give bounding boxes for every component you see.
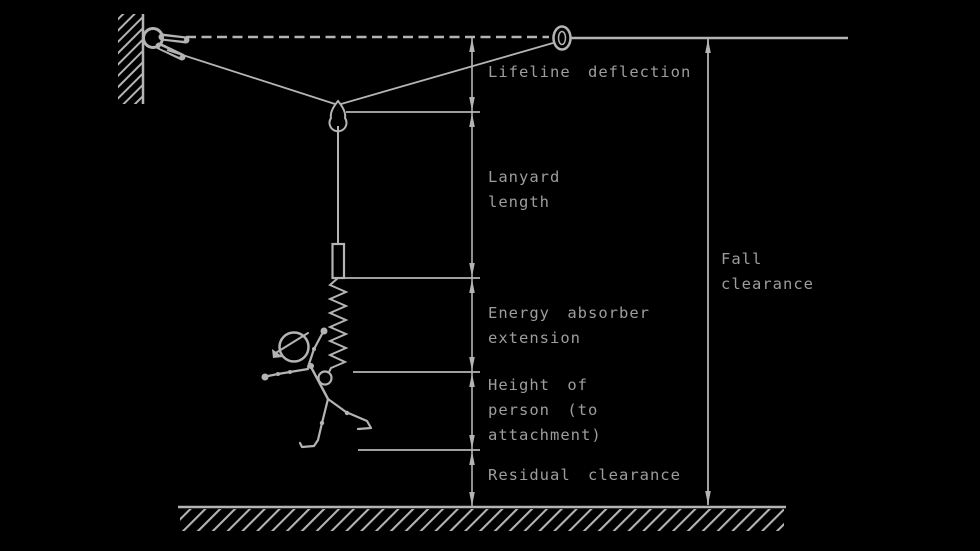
person-extended-arm xyxy=(266,367,310,378)
energy-absorber-pack xyxy=(331,242,346,280)
person-raised-hand xyxy=(320,327,328,335)
height-of-person-label: Height of person (to attachment) xyxy=(488,376,602,444)
arrow-down-icon xyxy=(469,97,475,111)
person-left-knee-dot xyxy=(319,420,325,426)
energy-absorber-zigzag xyxy=(327,277,349,373)
person-elbow-dot xyxy=(312,347,316,351)
fall-clearance-label: Fall clearance xyxy=(721,250,814,293)
dorsal-attachment-ring xyxy=(317,370,333,386)
ground xyxy=(178,505,786,531)
person-cap-visor xyxy=(272,349,283,358)
person-arm-joint-dot xyxy=(288,370,292,374)
anchor-ring-icon xyxy=(552,25,572,51)
arrow-up-icon xyxy=(469,38,475,52)
person-right-leg xyxy=(326,397,373,431)
arrow-up-icon xyxy=(705,39,711,53)
lifeline-deflection-label: Lifeline deflection xyxy=(488,63,692,81)
dimension-chain xyxy=(345,38,480,506)
arrow-up-icon xyxy=(469,113,475,127)
person-left-leg xyxy=(298,397,330,449)
horizontal-lifeline xyxy=(186,25,848,51)
person-face-slash xyxy=(273,332,309,355)
arrow-down-icon xyxy=(469,492,475,506)
energy-absorber-extension-label: Energy absorber extension xyxy=(488,304,650,347)
arrow-down-icon xyxy=(469,435,475,449)
arrow-down-icon xyxy=(469,357,475,371)
arrow-down-icon xyxy=(705,491,711,505)
deflected-lifeline xyxy=(166,42,554,133)
person-head xyxy=(278,331,310,363)
fall-clearance-dimension xyxy=(705,39,711,505)
arrow-up-icon xyxy=(469,373,475,387)
anchor-ring-inner xyxy=(557,30,567,46)
wall-anchor-icon xyxy=(142,27,190,61)
arrow-up-icon xyxy=(469,279,475,293)
person-wrist-dot xyxy=(276,372,280,376)
ground-hatching xyxy=(180,509,784,531)
wall-hatching xyxy=(118,14,143,104)
person-right-knee-dot xyxy=(344,410,350,416)
lanyard xyxy=(327,126,349,373)
person-shoulder-dot xyxy=(308,363,314,369)
person-stick-figure xyxy=(261,327,373,449)
arrow-down-icon xyxy=(469,263,475,277)
residual-clearance-label: Residual clearance xyxy=(488,466,681,484)
person-extended-hand xyxy=(261,373,269,381)
lanyard-length-label: Lanyard length xyxy=(488,168,561,211)
wall xyxy=(118,14,145,104)
arrow-up-icon xyxy=(469,451,475,465)
